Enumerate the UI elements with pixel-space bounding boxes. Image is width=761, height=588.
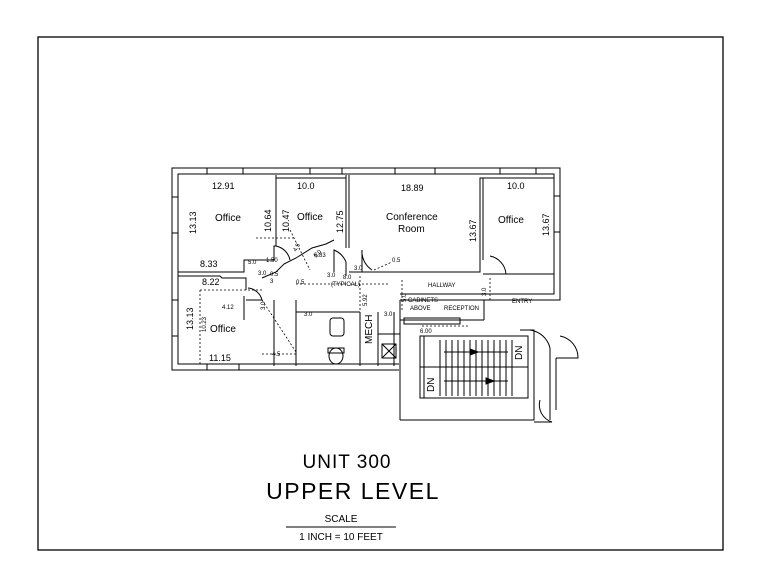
dim-13-13-south: 13.13 <box>185 307 195 330</box>
dim-5-0-b: 5.0 <box>313 249 324 260</box>
room-label-dn-2: DN <box>426 378 437 392</box>
dim-3-0-e: 3.0 <box>304 312 313 318</box>
dim-3-0-g: 3.0 <box>261 301 267 310</box>
dim-3: 3 <box>270 279 274 285</box>
room-label-conference: Conference <box>386 212 438 223</box>
room-label-office-n2: Office <box>297 212 323 223</box>
dim-8-33: 8.33 <box>200 259 218 269</box>
dim-11-15: 11.15 <box>209 353 231 363</box>
dim-1-50: 1.50 <box>266 258 278 264</box>
unit-title: UNIT 300 <box>303 452 392 473</box>
scale-heading: SCALE <box>325 514 358 525</box>
room-label-dn-1: DN <box>514 346 525 360</box>
dim-13-67-b: 13.67 <box>541 213 551 236</box>
dim-4-5-a: 4.5 <box>272 352 281 358</box>
mech-unit <box>381 343 397 359</box>
dim-5-0-c: 5.0 <box>402 293 408 302</box>
dim-12-91: 12.91 <box>212 181 235 191</box>
dim-13-13-north: 13.13 <box>188 211 198 234</box>
sheet-border <box>37 36 724 551</box>
dim-8-22: 8.22 <box>202 277 220 287</box>
dim-4-12: 4.12 <box>222 305 234 311</box>
room-label-office-sw: Office <box>210 324 236 335</box>
dim-5-92: 5.92 <box>363 294 369 306</box>
room-labels: Office Office Conference Room Office Off… <box>210 212 532 392</box>
room-label-mech: MECH <box>364 315 375 344</box>
room-label-office-nw: Office <box>215 213 241 224</box>
dim-3-0-c: 3.0 <box>354 266 363 272</box>
dim-10-0-a: 10.0 <box>297 181 315 191</box>
dim-3-0-f: 3.0 <box>384 312 393 318</box>
dim-6-83: 6.83 <box>314 253 326 259</box>
level-title: UPPER LEVEL <box>266 478 440 504</box>
scale-value: 1 INCH = 10 FEET <box>299 532 383 543</box>
title-block: UNIT 300 UPPER LEVEL SCALE 1 INCH = 10 F… <box>266 452 440 543</box>
dim-3-0-a: 3.0 <box>258 271 267 277</box>
dim-3-0-b: 3.0 <box>327 273 336 279</box>
dim-3-0-d: 3.0 <box>482 287 488 296</box>
stairwell <box>400 329 535 421</box>
restroom-fixtures <box>327 317 345 365</box>
dim-10-64: 10.64 <box>263 209 273 232</box>
dim-6-00: 6.00 <box>420 329 432 335</box>
windows <box>171 167 561 371</box>
room-label-reception: RECEPTION <box>444 306 479 312</box>
room-label-hallway: HALLWAY <box>428 283 456 289</box>
floor-plan <box>171 167 579 423</box>
doors <box>246 245 579 423</box>
stair-treads <box>439 340 513 396</box>
dim-8-0: 8.0 <box>343 275 352 281</box>
room-label-office-ne: Office <box>498 215 524 226</box>
room-label-entry: ENTRY <box>512 299 532 305</box>
dimension-lines <box>199 229 491 364</box>
dim-12-75: 12.75 <box>335 210 345 233</box>
room-label-room: Room <box>398 224 425 235</box>
dim-10-47: 10.47 <box>281 209 291 232</box>
dim-5-0-a: 5.0 <box>248 260 257 266</box>
dim-0-5-a: 0.5 <box>296 280 305 286</box>
cabinets <box>403 317 461 325</box>
dim-10-23: 10.23 <box>202 316 208 332</box>
room-label-above: ABOVE <box>410 306 431 312</box>
dim-4-5-b: 4.5 <box>293 242 303 253</box>
dim-18-89: 18.89 <box>401 183 424 193</box>
dim-typical: (TYPICAL) <box>331 282 360 288</box>
dim-0-5-b: 0.5 <box>392 258 401 264</box>
dim-0-5-c: 0.5 <box>270 272 279 278</box>
dim-13-67-a: 13.67 <box>468 219 478 242</box>
dim-10-0-b: 10.0 <box>507 181 525 191</box>
dimension-labels: 12.91 13.13 10.64 8.33 10.0 10.47 12.75 … <box>185 181 551 363</box>
room-label-cabinets: CABINETS <box>408 298 438 304</box>
